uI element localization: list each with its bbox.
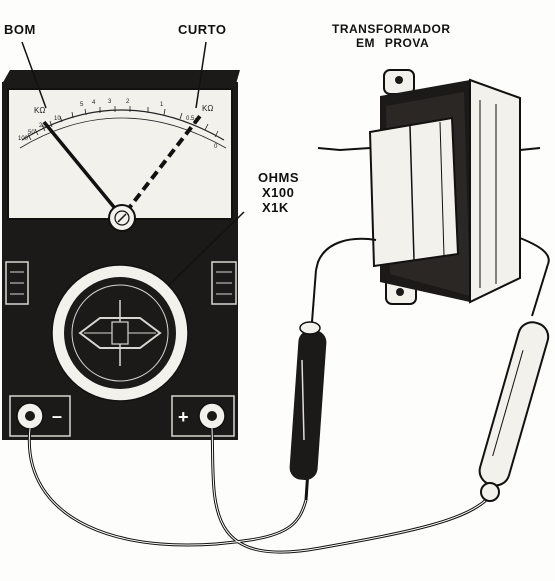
meter-scale-window [7, 88, 233, 220]
leader-curto [195, 41, 207, 109]
cable-highlight [28, 427, 491, 553]
transformer [315, 69, 550, 305]
white-probe-handle [478, 321, 550, 487]
tick-label: 10 [54, 116, 61, 122]
tick-label: 1 [160, 102, 164, 108]
scale-tick-labels: 100 50 20 10 5 4 3 2 1 0.5 0 [18, 99, 218, 150]
negative-lead-cable [27, 427, 308, 547]
label-under-test: EM PROVA [356, 36, 430, 50]
tick-label: 0.5 [186, 116, 195, 122]
primary-wire-right [519, 147, 541, 151]
plus-sign: + [178, 407, 189, 427]
winding-line [409, 125, 415, 261]
black-probe-handle [289, 330, 327, 480]
tick-label: 2 [126, 99, 130, 105]
positive-lead-cable [210, 427, 492, 554]
tick-label: 100 [18, 136, 29, 142]
top-mount-hole [395, 76, 403, 84]
multimeter: 100 50 20 10 5 4 3 2 1 0.5 0 KΩ KΩ [2, 70, 240, 440]
leader-bom [21, 41, 47, 109]
test-lead-cables [27, 427, 492, 554]
black-probe-tip [311, 269, 317, 323]
tick-label: 50 [28, 130, 35, 136]
leader-ohms [167, 211, 245, 287]
label-range-x100: X100 [262, 185, 295, 200]
white-probe-line [492, 350, 524, 457]
negative-jack-hole [25, 411, 35, 421]
pivot-screw [114, 210, 130, 226]
label-range-x1k: X1K [262, 200, 289, 215]
tick-label: 5 [80, 102, 84, 108]
black-probe [289, 269, 327, 501]
label-ohms: OHMS [258, 170, 299, 185]
needle-short-reading [124, 114, 202, 214]
scale-arc-inner [19, 117, 227, 149]
transformer-winding [368, 116, 460, 268]
black-probe-highlight [301, 359, 305, 441]
leader-lines [21, 41, 245, 287]
scale-unit-right: KΩ [202, 104, 213, 113]
secondary-wire-right [519, 237, 550, 265]
tick-label: 3 [108, 99, 112, 105]
positive-jack-hole [207, 411, 217, 421]
transformer-side [469, 78, 521, 304]
tick-label: 4 [92, 100, 96, 106]
white-probe [478, 263, 550, 502]
range-selector-knob [51, 264, 189, 402]
meter-top-rim [2, 70, 240, 84]
needle-good-reading [42, 120, 120, 214]
primary-wire-left [317, 147, 371, 152]
winding-line [439, 121, 445, 257]
label-short: CURTO [178, 22, 227, 37]
label-transformer: TRANSFORMADOR [332, 22, 451, 36]
tick-label: 0 [214, 144, 218, 150]
scale-unit-left: KΩ [34, 106, 45, 115]
label-good: BOM [4, 22, 36, 37]
secondary-wire-left [315, 237, 377, 271]
white-probe-tip [531, 263, 549, 317]
tick-label: 20 [39, 123, 46, 129]
minus-sign: – [52, 406, 62, 426]
black-probe-collar [299, 321, 321, 335]
white-probe-boot [480, 482, 500, 502]
pivot-screw-slot [117, 213, 127, 223]
bottom-mount-hole [396, 288, 404, 296]
